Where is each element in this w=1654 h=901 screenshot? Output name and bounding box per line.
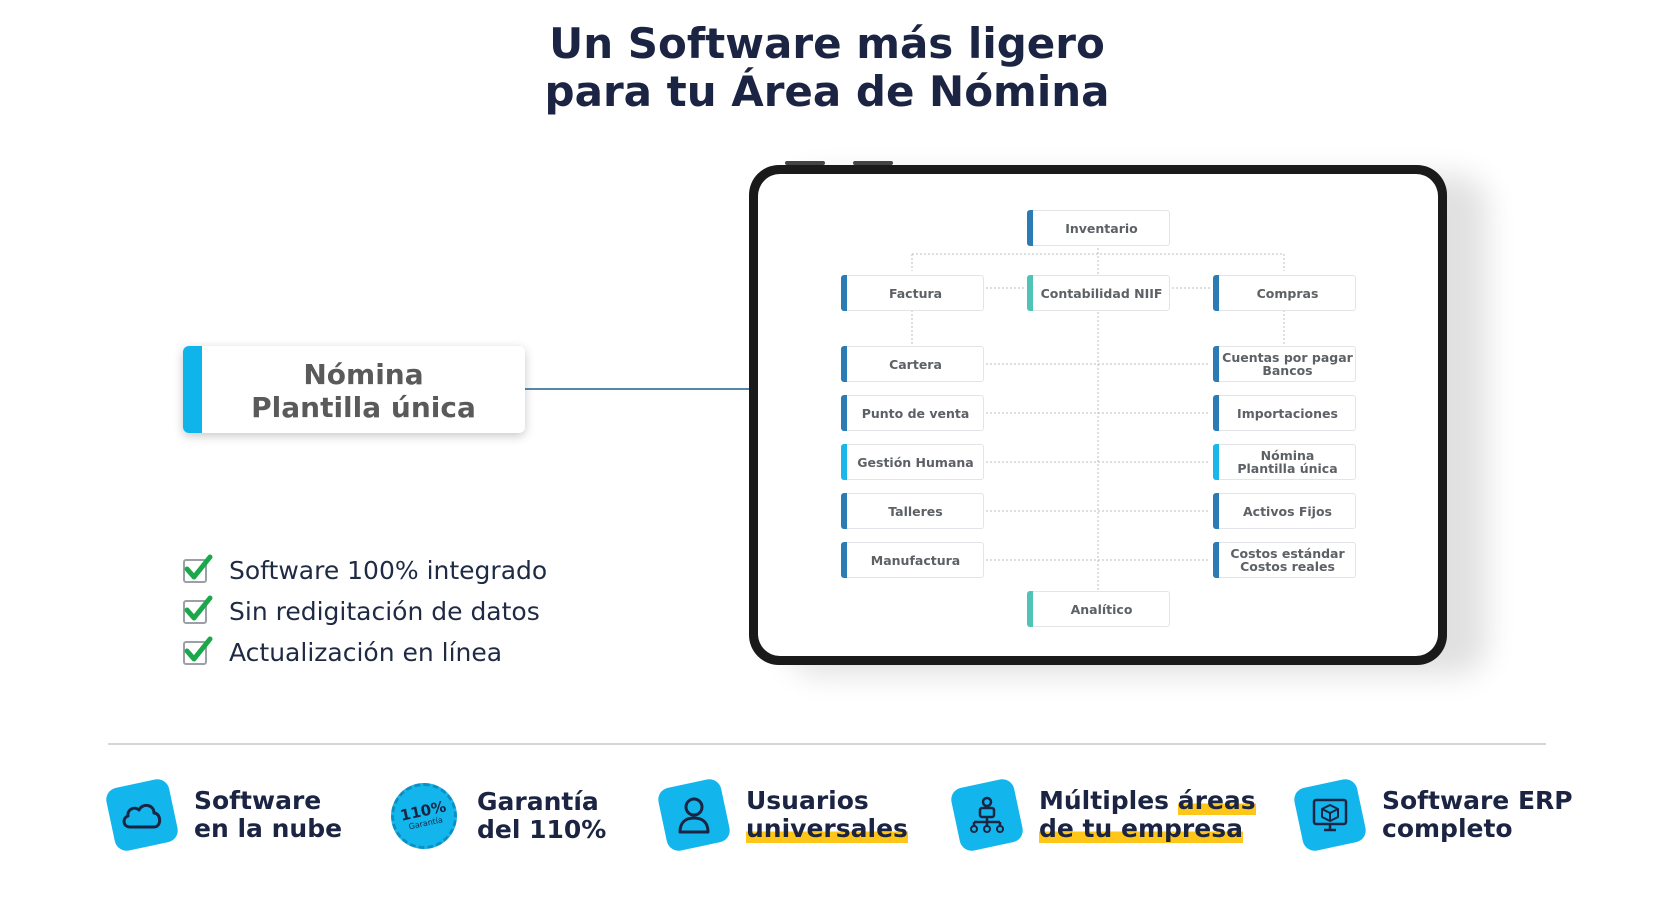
checkmark-icon — [183, 554, 213, 583]
checklist-label: Software 100% integrado — [229, 556, 548, 585]
title-line-2: para tu Área de Nómina — [544, 67, 1110, 116]
checkmark-icon — [183, 636, 213, 665]
feature-line-1: Software ERP — [1382, 786, 1573, 815]
module-punto-de-venta: Punto de venta — [841, 395, 984, 431]
module-analitico: Analítico — [1027, 591, 1170, 627]
feature-line-2: en la nube — [194, 814, 343, 843]
checklist-item: Actualización en línea — [183, 632, 547, 673]
benefits-checklist: Software 100% integrado Sin redigitación… — [183, 550, 547, 673]
feature-line-2: del 110% — [477, 815, 607, 844]
feature-users: Usuarios universales — [656, 777, 908, 853]
feature-erp: Software ERP completo — [1292, 777, 1573, 853]
feature-line-2: de tu empresa — [1039, 814, 1243, 843]
module-inventario: Inventario — [1027, 210, 1170, 246]
cloud-icon — [104, 777, 180, 853]
feature-line-2: completo — [1382, 814, 1513, 843]
module-cartera: Cartera — [841, 346, 984, 382]
callout-accent-bar — [183, 346, 202, 433]
user-icon — [656, 777, 732, 853]
guarantee-badge-icon: 110% Garantía — [391, 783, 457, 849]
module-importaciones: Importaciones — [1213, 395, 1356, 431]
org-chart-icon — [949, 777, 1025, 853]
module-manufactura: Manufactura — [841, 542, 984, 578]
feature-line-1: Garantía — [477, 787, 599, 816]
feature-areas: Múltiples áreas de tu empresa — [949, 777, 1256, 853]
feature-guarantee: 110% Garantía Garantía del 110% — [391, 783, 606, 849]
feature-cloud: Software en la nube — [104, 777, 343, 853]
nomina-callout-card: Nómina Plantilla única — [183, 346, 525, 433]
feature-line-2: universales — [746, 814, 908, 843]
feature-line-1b: áreas — [1177, 786, 1256, 815]
feature-line-1: Software — [194, 786, 322, 815]
callout-line-2: Plantilla única — [251, 391, 476, 424]
callout-line-1: Nómina — [303, 358, 424, 391]
checklist-item: Software 100% integrado — [183, 550, 547, 591]
feature-line-1a: Múltiples — [1039, 786, 1178, 815]
module-activos-fijos: Activos Fijos — [1213, 493, 1356, 529]
module-contabilidad-niif: Contabilidad NIIF — [1027, 275, 1170, 311]
tablet-screen: Inventario Factura Contabilidad NIIF Com… — [758, 174, 1438, 656]
module-factura: Factura — [841, 275, 984, 311]
module-connectors — [911, 228, 1285, 594]
checklist-label: Sin redigitación de datos — [229, 597, 540, 626]
tablet-device: Inventario Factura Contabilidad NIIF Com… — [749, 161, 1447, 665]
section-divider — [108, 743, 1546, 745]
tablet-button — [785, 161, 825, 165]
page-title: Un Software más ligero para tu Área de N… — [0, 20, 1654, 116]
checklist-label: Actualización en línea — [229, 638, 503, 667]
module-gestion-humana: Gestión Humana — [841, 444, 984, 480]
title-line-1: Un Software más ligero — [549, 19, 1105, 68]
module-compras: Compras — [1213, 275, 1356, 311]
checkmark-icon — [183, 595, 213, 624]
monitor-cube-icon — [1292, 777, 1368, 853]
feature-line-1: Usuarios — [746, 786, 869, 815]
tablet-button — [853, 161, 893, 165]
checklist-item: Sin redigitación de datos — [183, 591, 547, 632]
module-talleres: Talleres — [841, 493, 984, 529]
